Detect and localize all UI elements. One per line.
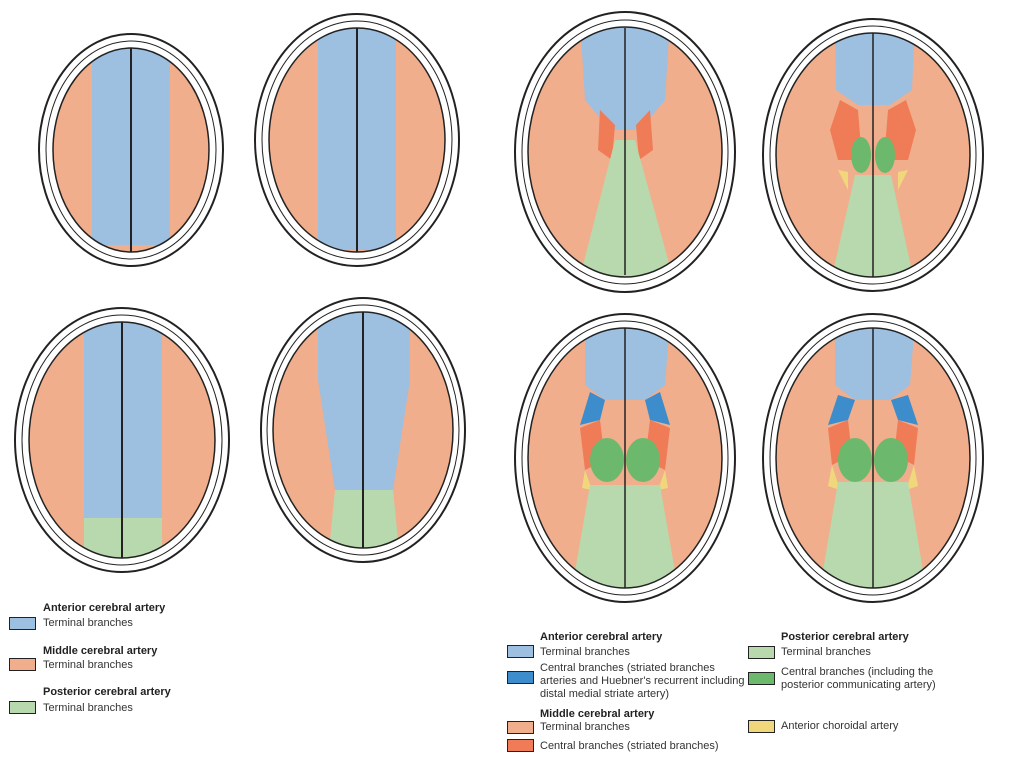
swatch-anterior-choroidal xyxy=(748,720,775,733)
swatch-aca-terminal xyxy=(9,617,36,630)
legend-label-mca-terminal: Terminal branches xyxy=(540,721,630,733)
legend-label-aca-central-2: arteries and Huebner's recurrent includi… xyxy=(540,675,745,687)
legend-heading-aca: Anterior cerebral artery xyxy=(43,602,166,614)
legend-label-aca-central-3: distal medial striate artery) xyxy=(540,688,669,700)
brain-section-6 xyxy=(762,18,984,292)
legend-label-pca-central-2: posterior communicating artery) xyxy=(781,679,936,691)
swatch-pca-terminal xyxy=(748,646,775,659)
brain-section-2 xyxy=(254,13,460,267)
brain-section-1 xyxy=(38,33,224,267)
legend-label-mca-central: Central branches (striated branches) xyxy=(540,740,719,752)
brain-section-7 xyxy=(514,313,736,603)
legend-label-anterior-choroidal: Anterior choroidal artery xyxy=(781,720,899,732)
swatch-aca-terminal xyxy=(507,645,534,658)
swatch-pca-central xyxy=(748,672,775,685)
brain-section-8 xyxy=(762,313,984,603)
legend-label-aca-central-1: Central branches (striated branches xyxy=(540,662,715,674)
swatch-mca-central xyxy=(507,739,534,752)
legend-label-aca-terminal: Terminal branches xyxy=(540,646,630,658)
legend-label-pca-terminal: Terminal branches xyxy=(43,702,133,714)
legend-label-mca-terminal: Terminal branches xyxy=(43,659,133,671)
swatch-mca-terminal xyxy=(507,721,534,734)
legend-label-pca-central-1: Central branches (including the xyxy=(781,666,934,678)
legend-heading-pca: Posterior cerebral artery xyxy=(781,631,909,643)
legend-label-pca-terminal: Terminal branches xyxy=(781,646,871,658)
swatch-pca-terminal xyxy=(9,701,36,714)
legend-heading-mca: Middle cerebral artery xyxy=(43,645,158,657)
brain-section-4 xyxy=(260,297,466,563)
brain-section-5 xyxy=(514,11,736,293)
legend-heading-pca: Posterior cerebral artery xyxy=(43,686,171,698)
swatch-mca-terminal xyxy=(9,658,36,671)
legend-heading-mca: Middle cerebral artery xyxy=(540,708,655,720)
brain-section-3 xyxy=(14,307,230,573)
legend-heading-aca: Anterior cerebral artery xyxy=(540,631,663,643)
legend-label-aca-terminal: Terminal branches xyxy=(43,617,133,629)
swatch-aca-central xyxy=(507,671,534,684)
